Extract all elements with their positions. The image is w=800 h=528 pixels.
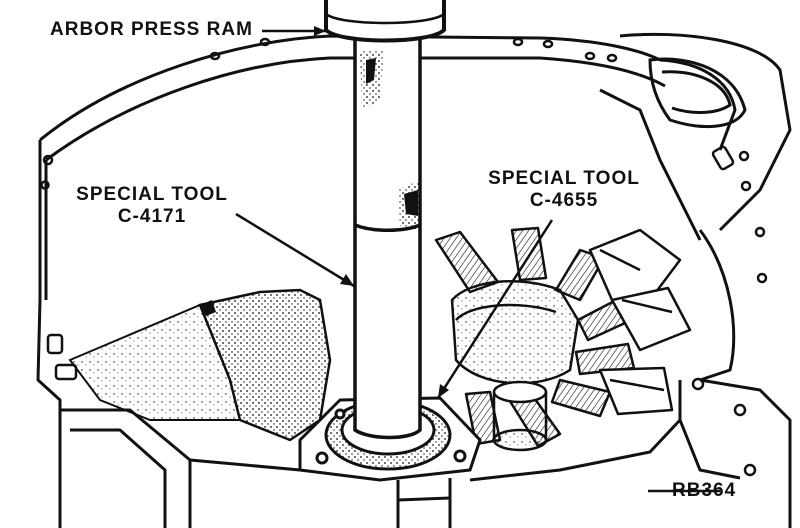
label-special-tool-c4655: SPECIAL TOOL C-4655 xyxy=(484,168,644,212)
tool-c4171-shaft xyxy=(353,40,422,440)
gear-assembly xyxy=(434,226,692,452)
label-c4655-line1: SPECIAL TOOL xyxy=(488,168,640,189)
label-c4171-line2: C-4171 xyxy=(117,206,187,227)
label-arbor-press-ram: ARBOR PRESS RAM xyxy=(50,19,253,40)
leader-lines xyxy=(235,29,720,493)
transmission-case xyxy=(36,32,792,528)
flange-bolt-holes xyxy=(40,37,768,477)
leader-arrowheads xyxy=(314,26,449,398)
label-special-tool-c4171: SPECIAL TOOL C-4171 xyxy=(72,184,232,228)
label-c4171-line1: SPECIAL TOOL xyxy=(76,184,228,205)
label-c4655-line2: C-4655 xyxy=(529,190,599,211)
shaded-housing-wall xyxy=(68,288,332,442)
arbor-press-ram xyxy=(324,0,446,43)
output-bore xyxy=(599,57,747,241)
figure-code: RB364 xyxy=(672,480,737,501)
